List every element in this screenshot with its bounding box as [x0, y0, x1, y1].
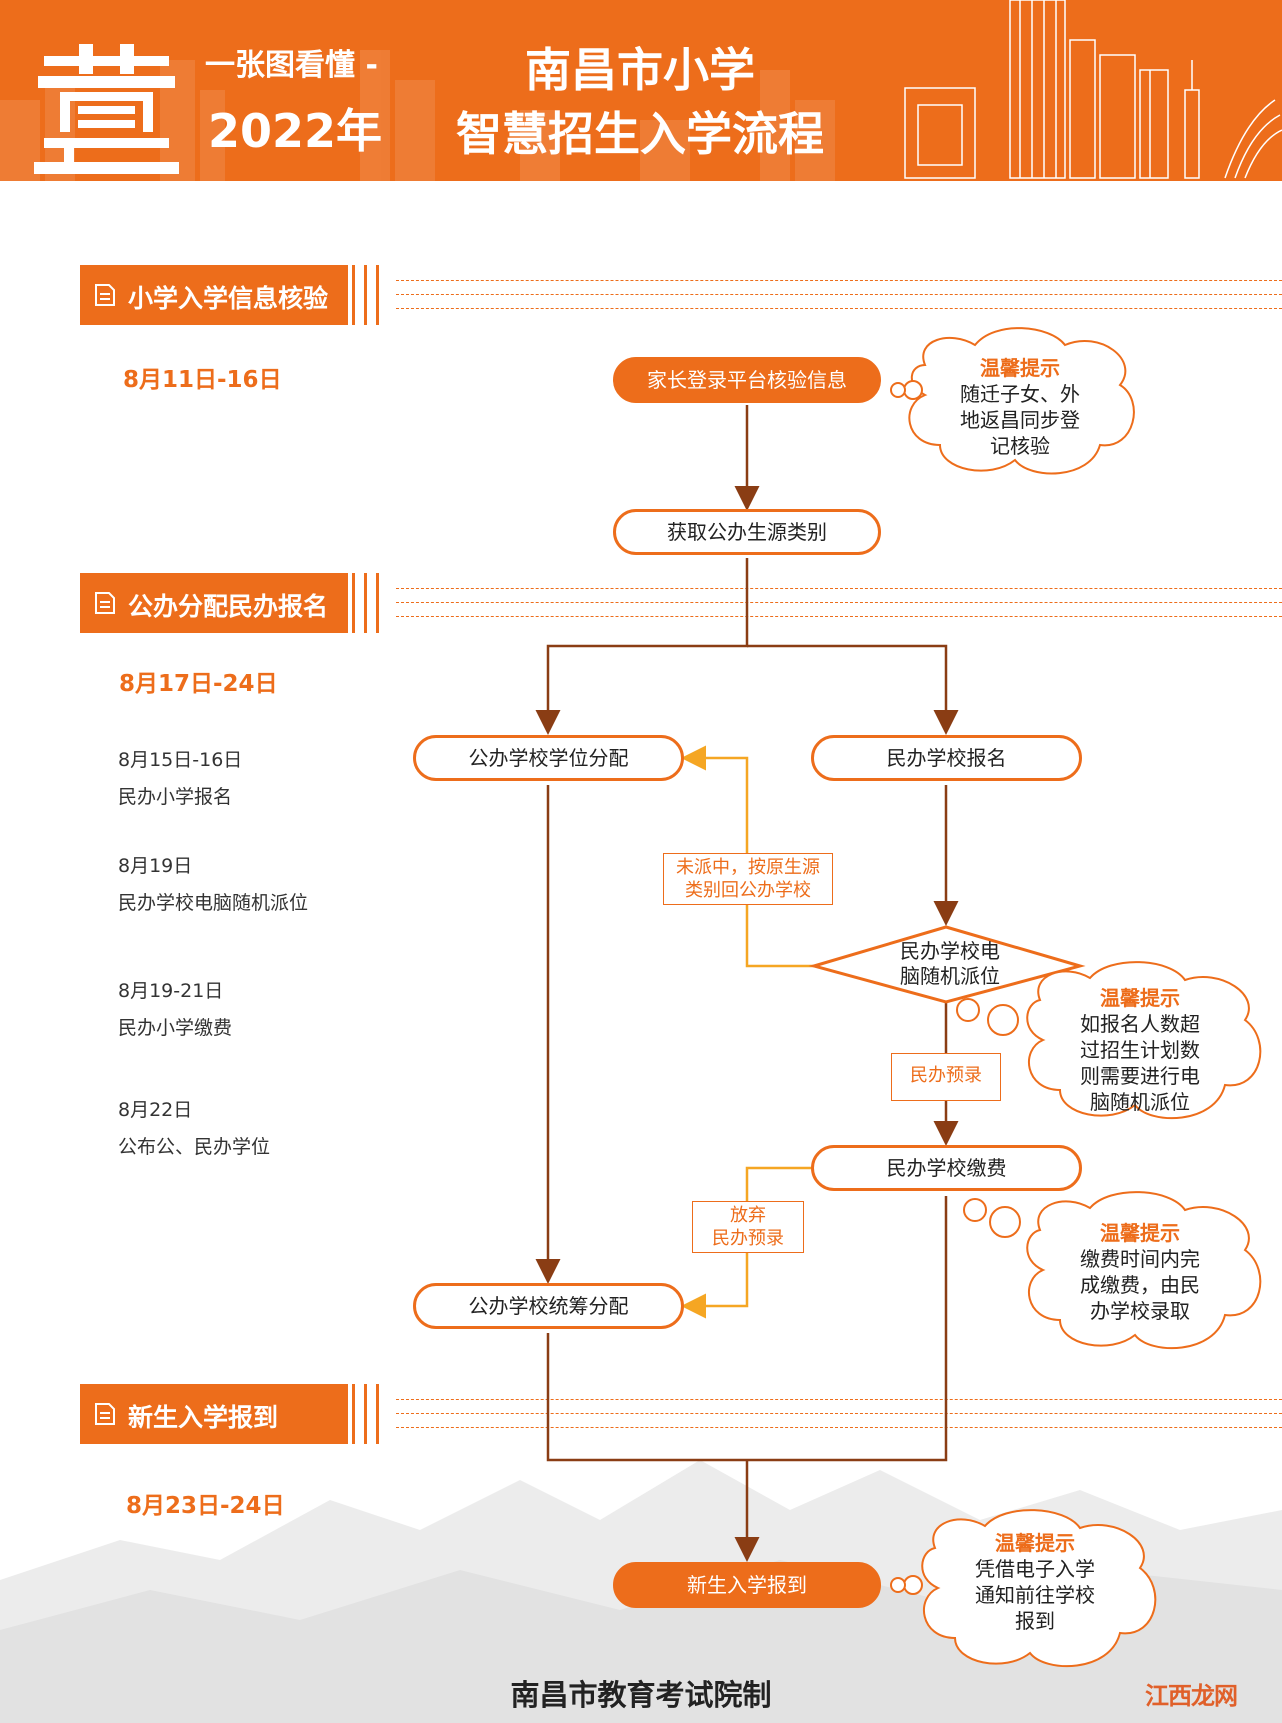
- header-banner: 一张图看懂 - 2022年 南昌市小学 智慧招生入学流程: [0, 0, 1282, 181]
- tip-fee: 温馨提示缴费时间内完成缴费，由民办学校录取: [1080, 1221, 1200, 1323]
- stage-label: 公办分配民办报名: [128, 592, 329, 621]
- stage-header-reporting: 新生入学报到: [80, 1384, 348, 1444]
- dashed-guide: [396, 294, 1282, 295]
- node-public-coordination: 公办学校统筹分配: [413, 1283, 684, 1329]
- dashed-guide: [396, 616, 1282, 617]
- lottery-decision-diamond: [808, 925, 1086, 1004]
- stage-divider: [352, 265, 394, 325]
- banner-subtitle: 一张图看懂 -: [205, 48, 378, 83]
- edge-label-pre-admit: 民办预录: [891, 1053, 1001, 1101]
- site-watermark: 江西龙网: [1145, 1682, 1238, 1710]
- node-lottery-label: 民办学校电脑随机派位: [900, 939, 1000, 988]
- stage-date: 8月11日-16日: [123, 367, 282, 393]
- node-public-allocation: 公办学校学位分配: [413, 735, 684, 781]
- gan-character-logo: [34, 44, 179, 174]
- side-note: 8月19-21日民办小学缴费: [118, 980, 233, 1039]
- document-icon: [95, 284, 115, 306]
- dashed-guide: [396, 602, 1282, 603]
- tip-lottery: 温馨提示如报名人数超过招生计划数则需要进行电脑随机派位: [1080, 986, 1200, 1114]
- city-skyline-illustration: [0, 0, 1282, 181]
- banner-year: 2022年: [208, 104, 383, 158]
- footer-credit: 南昌市教育考试院制: [510, 1678, 772, 1712]
- tip-cloud-3: [1026, 1191, 1262, 1350]
- document-icon: [95, 1403, 115, 1425]
- stage-header-allocation: 公办分配民办报名: [80, 573, 348, 633]
- document-icon: [95, 592, 115, 614]
- dashed-guide: [396, 1427, 1282, 1428]
- dashed-guide: [396, 588, 1282, 589]
- stage-label: 小学入学信息核验: [128, 284, 329, 313]
- tip-cloud-1: [908, 327, 1135, 475]
- stage-header-verification: 小学入学信息核验: [80, 265, 348, 325]
- node-get-category: 获取公办生源类别: [613, 509, 881, 555]
- node-private-registration: 民办学校报名: [811, 735, 1082, 781]
- dashed-guide: [396, 1413, 1282, 1414]
- edge-label-not-selected: 未派中，按原生源类别回公办学校: [663, 853, 833, 905]
- node-verify-info: 家长登录平台核验信息: [613, 357, 881, 403]
- stage-date: 8月17日-24日: [119, 671, 278, 697]
- stage-divider: [352, 573, 394, 633]
- tip-cloud-4: [921, 1509, 1157, 1668]
- node-private-fee: 民办学校缴费: [811, 1145, 1082, 1191]
- tip-cloud-2: [1026, 961, 1262, 1120]
- banner-title-line1: 南昌市小学: [525, 43, 755, 97]
- node-new-student-report: 新生入学报到: [613, 1562, 881, 1608]
- tip-verification: 温馨提示随迁子女、外地返昌同步登记核验: [960, 356, 1080, 458]
- banner-title-line2: 智慧招生入学流程: [456, 107, 824, 161]
- side-note: 8月19日民办学校电脑随机派位: [118, 855, 309, 914]
- stage-label: 新生入学报到: [128, 1403, 279, 1432]
- dashed-guide: [396, 1399, 1282, 1400]
- edge-label-abandon: 放弃民办预录: [692, 1201, 804, 1253]
- side-note: 8月22日公布公、民办学位: [118, 1099, 271, 1158]
- stage-date: 8月23日-24日: [126, 1493, 285, 1519]
- side-note: 8月15日-16日民办小学报名: [118, 749, 243, 808]
- dashed-guide: [396, 280, 1282, 281]
- dashed-guide: [396, 308, 1282, 309]
- stage-divider: [352, 1384, 394, 1444]
- tip-report: 温馨提示凭借电子入学通知前往学校报到: [975, 1531, 1095, 1633]
